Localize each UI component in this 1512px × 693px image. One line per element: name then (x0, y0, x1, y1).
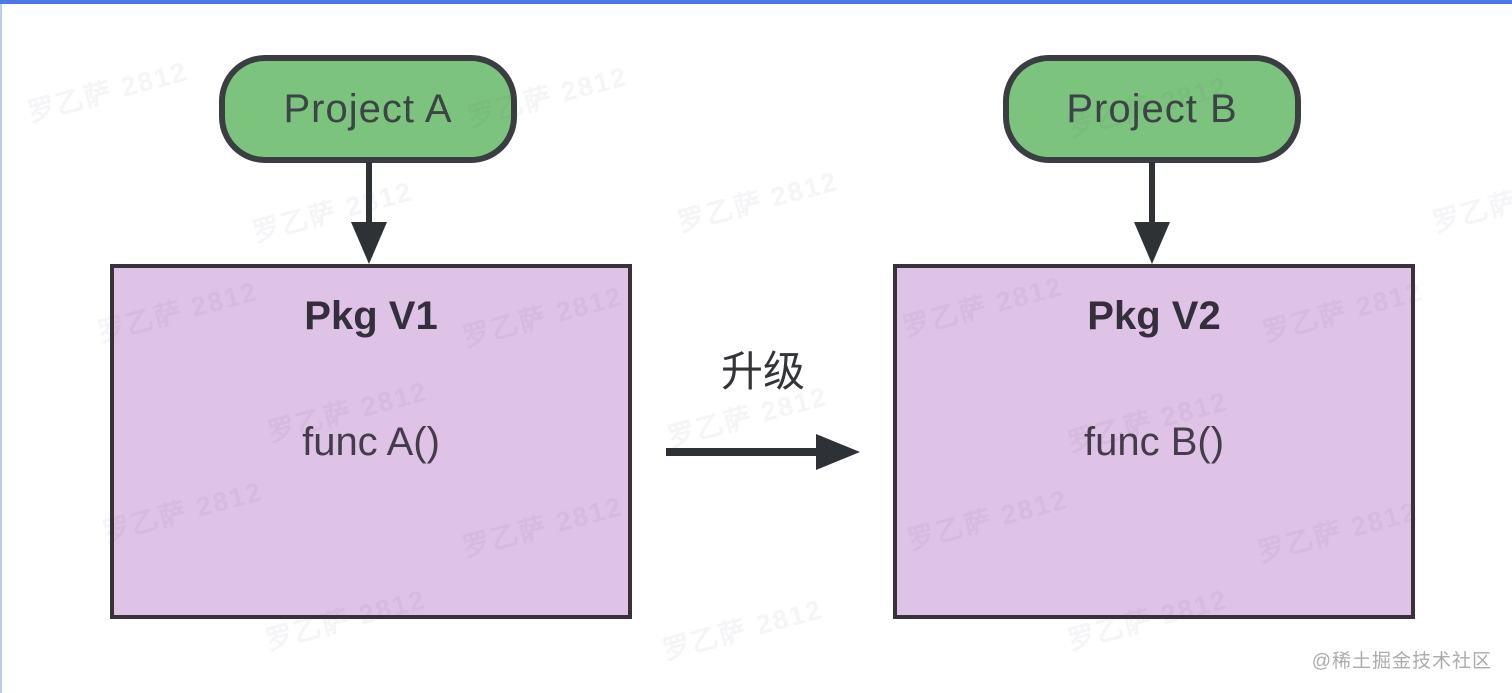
pkg-v2-func: func B() (1083, 420, 1225, 464)
watermark-tile: 罗乙萨 2812 (24, 56, 192, 128)
upgrade-label: 升级 (720, 348, 805, 395)
watermark-tile: 罗乙萨 2812 (674, 166, 842, 238)
node-pkg-v2: Pkg V2 func B() (893, 264, 1415, 619)
top-border-line (0, 0, 1512, 4)
left-border-line (0, 4, 2, 693)
node-project-b: Project B (1003, 55, 1301, 163)
pkg-v1-title: Pkg V1 (304, 294, 438, 338)
arrow-right-upgrade-icon (666, 434, 860, 470)
watermark-tile: 罗乙萨 2812 (1429, 166, 1512, 238)
node-pkg-v1: Pkg V1 func A() (110, 264, 632, 619)
pkg-v2-title: Pkg V2 (1087, 294, 1221, 338)
watermark-tile: 罗乙萨 2812 (249, 176, 417, 248)
credit-watermark: @稀土掘金技术社区 (1311, 651, 1492, 672)
arrow-down-project-b-to-pkg-v2-icon (1134, 162, 1170, 264)
node-project-a-label: Project A (283, 86, 453, 131)
watermark-tile: 罗乙萨 2812 (659, 594, 827, 666)
pkg-v1-func: func A() (302, 420, 440, 464)
node-project-b-label: Project B (1066, 86, 1238, 131)
arrow-down-project-a-to-pkg-v1-icon (351, 162, 387, 264)
node-project-a: Project A (219, 55, 517, 163)
